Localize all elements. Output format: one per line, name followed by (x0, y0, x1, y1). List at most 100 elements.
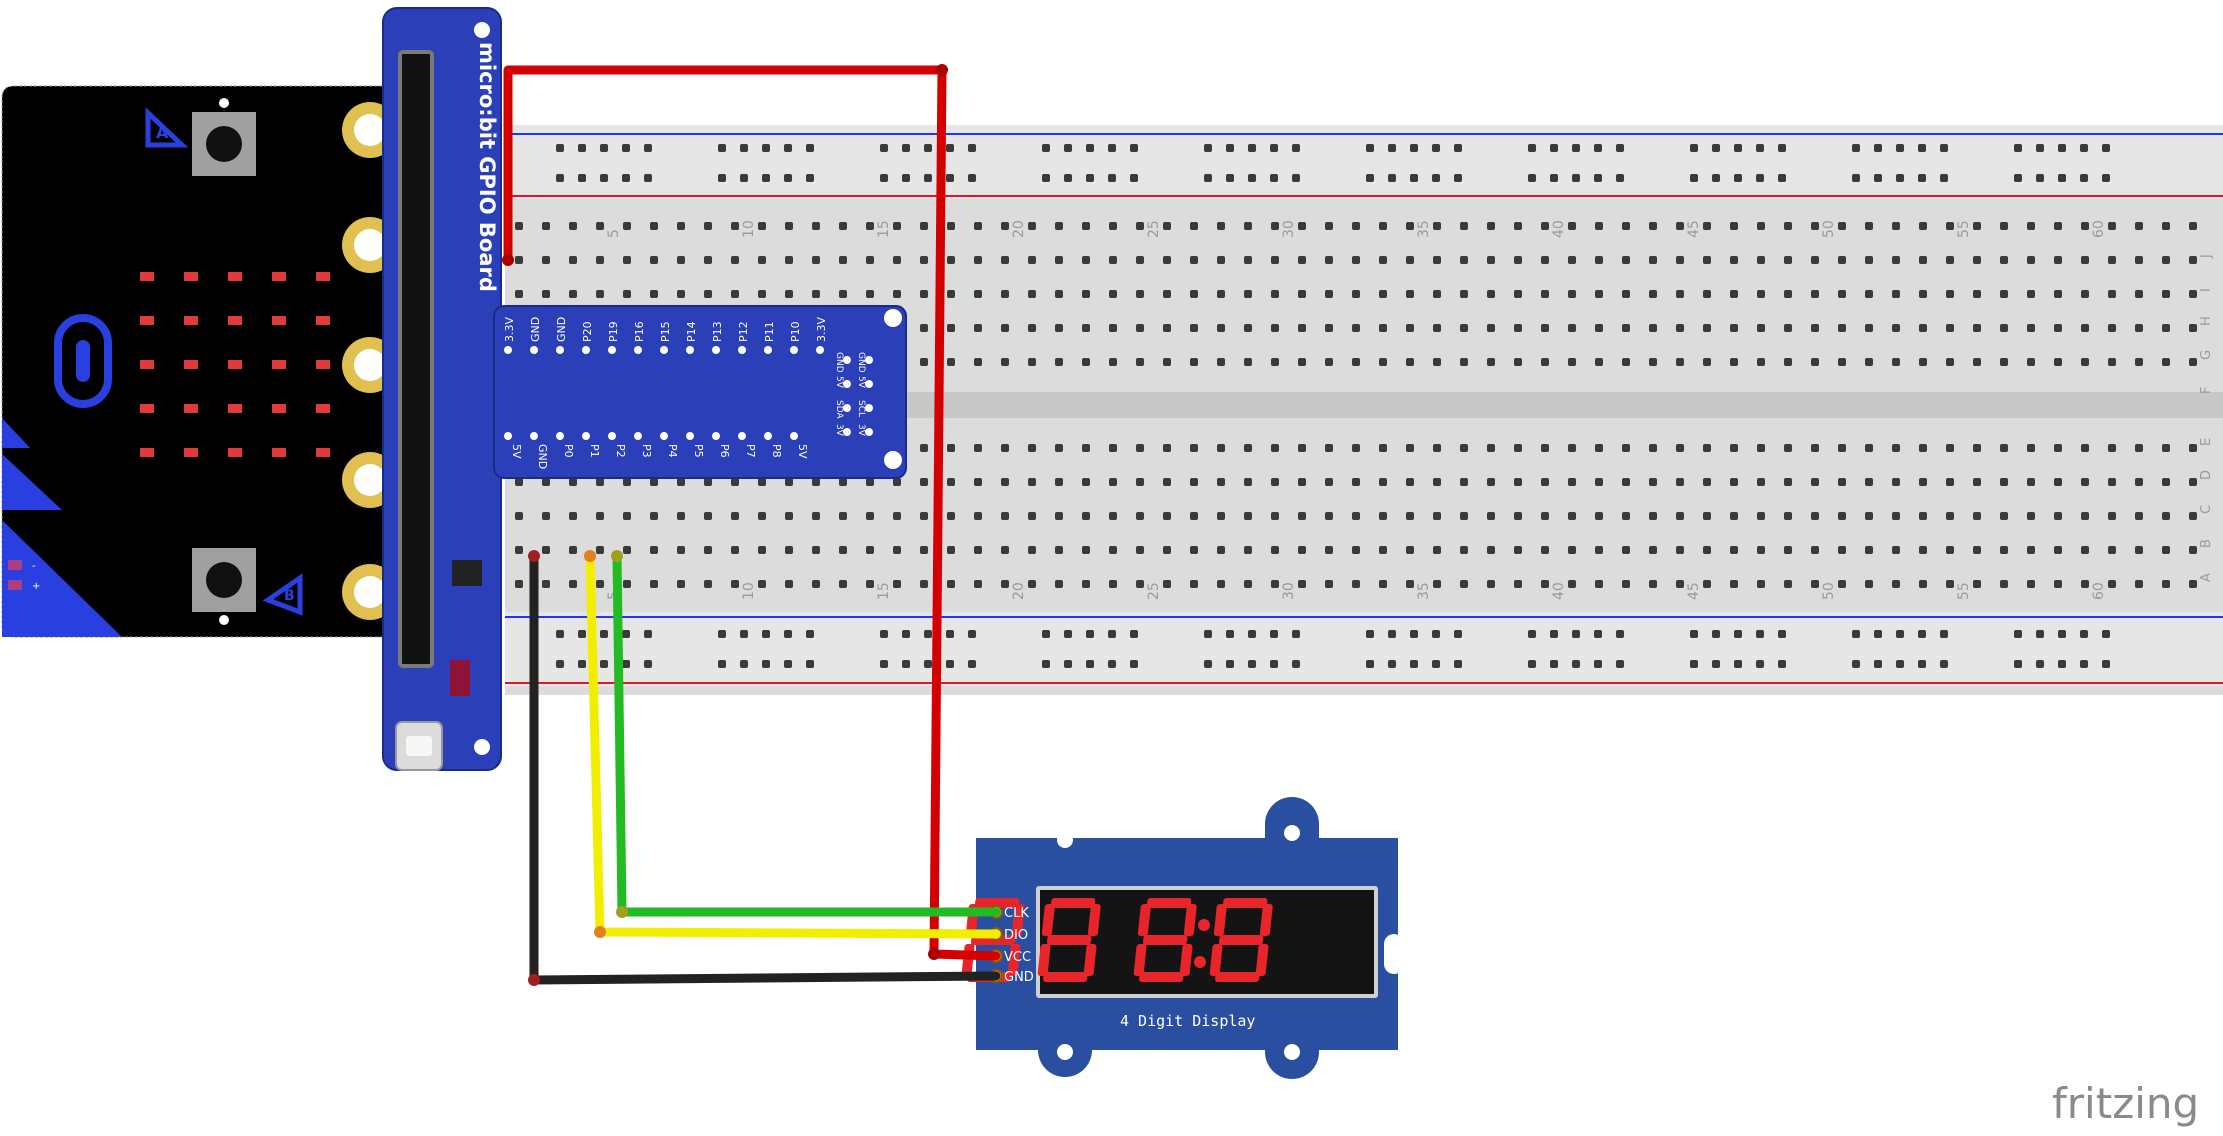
breadboard-hole[interactable] (1919, 324, 1927, 332)
breadboard-hole[interactable] (1487, 512, 1495, 520)
breadboard-hole[interactable] (1406, 478, 1414, 486)
breadboard-hole[interactable] (1514, 580, 1522, 588)
breadboard-hole[interactable] (1055, 256, 1063, 264)
breadboard-hole[interactable] (1109, 478, 1117, 486)
breadboard-hole[interactable] (1865, 222, 1873, 230)
breadboard-hole[interactable] (866, 546, 874, 554)
breadboard-hole[interactable] (515, 546, 523, 554)
breadboard-hole[interactable] (1190, 546, 1198, 554)
breadboard-hole[interactable] (1082, 512, 1090, 520)
breadboard-hole[interactable] (1595, 546, 1603, 554)
breadboard-hole[interactable] (1325, 546, 1333, 554)
power-rail-hole[interactable] (2036, 144, 2044, 152)
breadboard-hole[interactable] (1082, 290, 1090, 298)
power-rail-hole[interactable] (1130, 630, 1138, 638)
breadboard-hole[interactable] (1379, 478, 1387, 486)
breadboard-hole[interactable] (1514, 222, 1522, 230)
breadboard-hole[interactable] (2189, 444, 2197, 452)
power-rail-hole[interactable] (600, 630, 608, 638)
breadboard-hole[interactable] (677, 290, 685, 298)
power-rail-hole[interactable] (1454, 630, 1462, 638)
breadboard-hole[interactable] (1865, 512, 1873, 520)
breadboard-hole[interactable] (2000, 256, 2008, 264)
gpio-pin[interactable] (556, 432, 564, 440)
power-rail-hole[interactable] (806, 144, 814, 152)
breadboard-hole[interactable] (1298, 358, 1306, 366)
breadboard-hole[interactable] (1082, 358, 1090, 366)
breadboard-hole[interactable] (1487, 444, 1495, 452)
breadboard-hole[interactable] (1001, 256, 1009, 264)
gpio-pin[interactable] (634, 346, 642, 354)
power-rail-hole[interactable] (556, 174, 564, 182)
breadboard-hole[interactable] (974, 324, 982, 332)
power-rail-hole[interactable] (1130, 660, 1138, 668)
power-rail-hole[interactable] (1064, 660, 1072, 668)
breadboard-hole[interactable] (1649, 580, 1657, 588)
breadboard-hole[interactable] (974, 444, 982, 452)
power-rail-hole[interactable] (1410, 660, 1418, 668)
power-rail-hole[interactable] (1270, 144, 1278, 152)
breadboard-hole[interactable] (2189, 290, 2197, 298)
breadboard-hole[interactable] (758, 546, 766, 554)
power-rail-hole[interactable] (1108, 660, 1116, 668)
breadboard-hole[interactable] (1784, 546, 1792, 554)
breadboard-hole[interactable] (1055, 290, 1063, 298)
breadboard-hole[interactable] (1001, 358, 1009, 366)
power-rail-hole[interactable] (2080, 630, 2088, 638)
power-rail-hole[interactable] (1734, 660, 1742, 668)
wire-endpoint[interactable] (611, 550, 623, 562)
breadboard-hole[interactable] (974, 290, 982, 298)
gpio-pin[interactable] (530, 432, 538, 440)
breadboard-hole[interactable] (1217, 324, 1225, 332)
breadboard-hole[interactable] (1649, 358, 1657, 366)
power-rail-hole[interactable] (1248, 630, 1256, 638)
breadboard-hole[interactable] (2054, 512, 2062, 520)
breadboard-hole[interactable] (1865, 444, 1873, 452)
breadboard-hole[interactable] (974, 478, 982, 486)
breadboard-hole[interactable] (1865, 256, 1873, 264)
power-rail-hole[interactable] (1432, 144, 1440, 152)
breadboard-hole[interactable] (2054, 580, 2062, 588)
breadboard-hole[interactable] (1568, 580, 1576, 588)
breadboard-hole[interactable] (650, 290, 658, 298)
breadboard-hole[interactable] (2189, 546, 2197, 554)
breadboard-hole[interactable] (2162, 290, 2170, 298)
breadboard-hole[interactable] (1946, 222, 1954, 230)
breadboard-hole[interactable] (569, 256, 577, 264)
breadboard-hole[interactable] (1865, 324, 1873, 332)
breadboard-hole[interactable] (1028, 324, 1036, 332)
power-rail-hole[interactable] (1852, 174, 1860, 182)
breadboard-hole[interactable] (1541, 478, 1549, 486)
breadboard-hole[interactable] (677, 256, 685, 264)
breadboard-hole[interactable] (1649, 222, 1657, 230)
power-rail-hole[interactable] (1852, 660, 1860, 668)
breadboard-hole[interactable] (1730, 290, 1738, 298)
power-rail-hole[interactable] (1550, 174, 1558, 182)
breadboard-hole[interactable] (2162, 478, 2170, 486)
breadboard-hole[interactable] (1973, 546, 1981, 554)
breadboard-hole[interactable] (1865, 478, 1873, 486)
breadboard-hole[interactable] (1919, 546, 1927, 554)
breadboard-hole[interactable] (866, 256, 874, 264)
gpio-pin[interactable] (686, 346, 694, 354)
breadboard-hole[interactable] (1082, 444, 1090, 452)
breadboard-hole[interactable] (839, 256, 847, 264)
breadboard-hole[interactable] (596, 222, 604, 230)
power-rail-hole[interactable] (1204, 144, 1212, 152)
gpio-pin[interactable] (686, 432, 694, 440)
breadboard-hole[interactable] (1433, 222, 1441, 230)
breadboard-hole[interactable] (677, 478, 685, 486)
power-rail-hole[interactable] (622, 174, 630, 182)
breadboard-hole[interactable] (920, 222, 928, 230)
breadboard-hole[interactable] (1514, 512, 1522, 520)
breadboard-hole[interactable] (1622, 324, 1630, 332)
breadboard-hole[interactable] (1568, 256, 1576, 264)
power-rail-hole[interactable] (1388, 660, 1396, 668)
power-rail-hole[interactable] (1042, 630, 1050, 638)
breadboard-hole[interactable] (1757, 290, 1765, 298)
gpio-pin[interactable] (764, 346, 772, 354)
breadboard-hole[interactable] (866, 580, 874, 588)
breadboard-hole[interactable] (1730, 546, 1738, 554)
breadboard-hole[interactable] (1190, 580, 1198, 588)
breadboard-hole[interactable] (1676, 478, 1684, 486)
